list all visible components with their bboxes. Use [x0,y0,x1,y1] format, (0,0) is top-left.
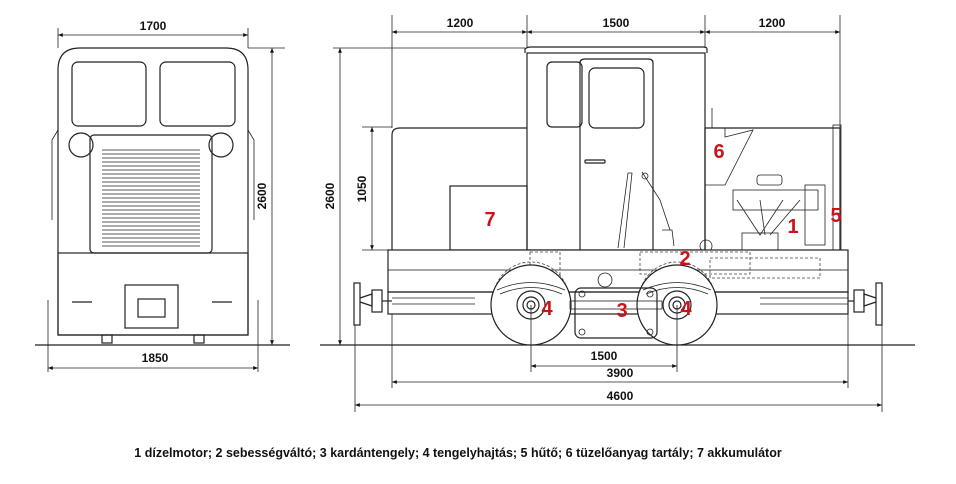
side-view: 7 6 1 5 2 4 3 4 1200 1500 1200 2600 1050… [320,15,915,412]
radiator-grille [102,149,200,247]
dim-frame-length: 3900 [607,366,634,380]
dim-side-height: 2600 [323,182,337,209]
headlight-left [68,132,94,158]
front-window-left [71,61,147,127]
dim-front-bottom-width: 1850 [142,351,169,365]
dim-front-width: 1700 [140,19,167,33]
marker-radiator: 5 [830,205,841,227]
dim-wheelbase: 1500 [591,349,618,363]
dim-front-height: 2600 [255,182,269,209]
cab [526,52,706,251]
engine [699,174,826,253]
rear-buffer [353,282,392,326]
marker-gearbox: 2 [679,248,690,270]
front-buffer [124,284,179,329]
frame [387,249,849,293]
marker-axle-drive-front: 4 [680,298,692,320]
front-buffer-side [848,282,883,326]
marker-axle-drive-rear: 4 [541,298,553,320]
dim-front-hood: 1200 [759,16,786,30]
dim-cab: 1500 [603,16,630,30]
legend-caption: 1 dízelmotor; 2 sebességváltó; 3 kardánt… [134,446,782,460]
dim-hood-height: 1050 [355,175,369,202]
marker-fuel-tank: 6 [713,141,724,163]
front-window-right [159,61,236,127]
marker-cardan-shaft: 3 [616,300,627,322]
marker-engine: 1 [787,216,798,238]
cardan-shaft [569,272,663,339]
marker-battery: 7 [484,209,495,231]
headlight-right [208,132,234,158]
dim-total-length: 4600 [607,389,634,403]
front-view: 1700 2600 1850 [35,19,290,372]
dim-rear-hood: 1200 [447,16,474,30]
